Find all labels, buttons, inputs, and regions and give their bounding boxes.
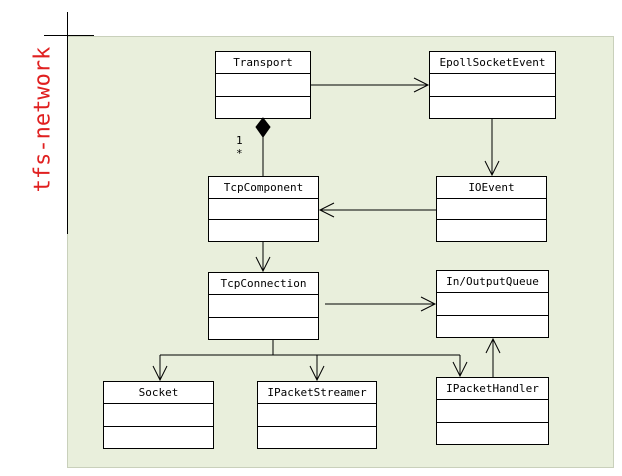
- class-name: TcpComponent: [209, 177, 318, 199]
- title-vertical-rule: [67, 12, 68, 234]
- arrowhead-streamer: [309, 365, 325, 382]
- multiplicity-lower: *: [236, 147, 243, 160]
- arrowhead-queue: [420, 296, 437, 312]
- class-attributes: [258, 404, 376, 427]
- class-attributes: [430, 74, 555, 97]
- arrowhead-tcpconnection: [255, 256, 271, 273]
- class-name: EpollSocketEvent: [430, 52, 555, 75]
- arrowhead-socket: [152, 365, 168, 382]
- class-ipacket-streamer[interactable]: IPacketStreamer: [257, 381, 377, 449]
- class-name: IPacketHandler: [437, 378, 548, 401]
- title-horizontal-rule: [44, 35, 94, 36]
- class-name: In/OutputQueue: [437, 271, 548, 294]
- class-in-output-queue[interactable]: In/OutputQueue: [436, 270, 549, 338]
- composition-diamond: [255, 117, 271, 138]
- class-socket[interactable]: Socket: [103, 381, 214, 449]
- class-transport[interactable]: Transport: [215, 51, 311, 119]
- class-attributes: [437, 293, 548, 316]
- class-tcp-connection[interactable]: TcpConnection: [208, 272, 319, 340]
- class-attributes: [209, 295, 318, 318]
- arrowhead-handler-queue: [485, 337, 501, 354]
- class-name: IPacketStreamer: [258, 382, 376, 405]
- arrowhead-handler: [452, 361, 468, 378]
- class-name: IOEvent: [437, 177, 546, 199]
- class-attributes: [437, 400, 548, 423]
- class-name: TcpConnection: [209, 273, 318, 296]
- class-tcp-component[interactable]: TcpComponent: [208, 176, 319, 242]
- arrowhead-tcpcomponent: [318, 202, 335, 218]
- class-name: Transport: [216, 52, 310, 75]
- class-attributes: [209, 199, 318, 221]
- class-attributes: [104, 404, 213, 427]
- class-name: Socket: [104, 382, 213, 405]
- class-ipacket-handler[interactable]: IPacketHandler: [436, 377, 549, 445]
- arrowhead-ioevent: [484, 160, 500, 177]
- class-attributes: [437, 199, 546, 221]
- class-epoll-socket-event[interactable]: EpollSocketEvent: [429, 51, 556, 119]
- class-io-event[interactable]: IOEvent: [436, 176, 547, 242]
- class-attributes: [216, 74, 310, 97]
- multiplicity-upper: 1: [236, 134, 243, 147]
- arrowhead-epoll: [413, 77, 430, 93]
